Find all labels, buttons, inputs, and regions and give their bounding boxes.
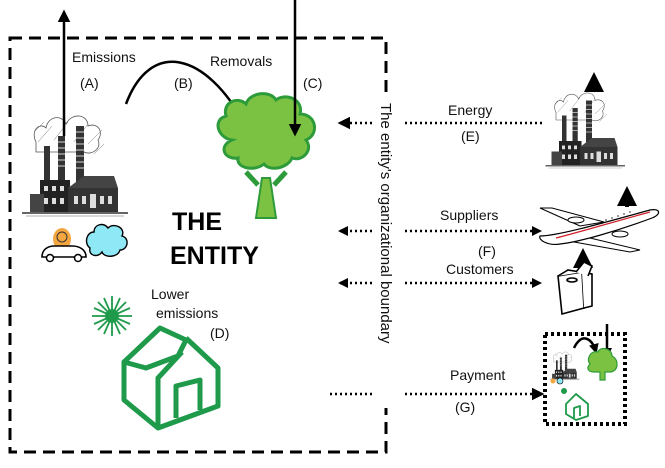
organizational-boundary	[8, 36, 388, 454]
entity-title-line1: THE	[172, 208, 222, 236]
emissions-label: Emissions	[72, 49, 136, 65]
green-house-icon	[121, 325, 221, 431]
entity-title-line2: ENTITY	[170, 242, 259, 270]
exhaust-cloud-icon	[85, 223, 128, 257]
sun-icon	[92, 296, 132, 336]
energy-code: (E)	[461, 128, 480, 144]
airplane-icon	[539, 207, 660, 253]
boundary-label: The entity's organizational boundary	[377, 103, 394, 344]
emissions-code: (A)	[80, 75, 99, 91]
removals-label: Removals	[210, 53, 272, 69]
tree-icon	[216, 92, 316, 219]
customers-code: (F)	[478, 243, 496, 259]
flow-b-code: (B)	[174, 75, 193, 91]
payment-label: Payment	[450, 367, 505, 383]
payment-code: (G)	[455, 399, 475, 415]
washing-machine-icon	[557, 260, 594, 316]
customers-label: Customers	[446, 261, 514, 277]
energy-label: Energy	[448, 102, 492, 118]
offset-project-box	[543, 324, 627, 426]
car-icon	[41, 228, 87, 263]
energy-factory-icon	[544, 92, 626, 169]
lower-emissions-line2: emissions	[156, 305, 218, 321]
factory-icon	[21, 115, 129, 217]
lower-emissions-line1: Lower	[151, 286, 189, 302]
lower-emissions-code: (D)	[210, 325, 229, 341]
suppliers-label: Suppliers	[440, 207, 498, 223]
removals-code: (C)	[303, 75, 322, 91]
